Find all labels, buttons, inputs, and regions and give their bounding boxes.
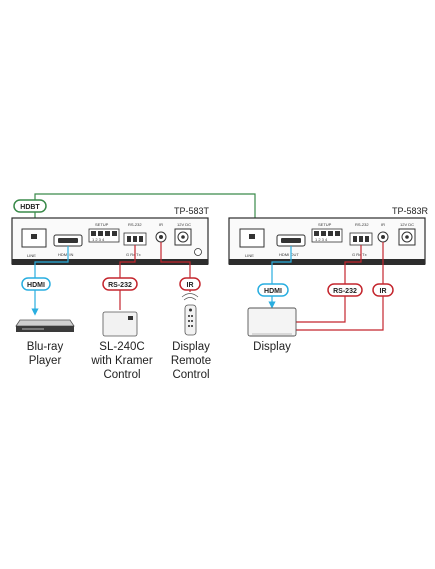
tx-hdmi-badge: HDMI [21, 277, 51, 291]
tx-ground-screw [194, 248, 202, 256]
remote-label-line3: Control [172, 369, 209, 381]
rx-switch-digits: 1 2 3 4 [315, 237, 328, 242]
tx-rs232-pins: G Rx Tx [126, 252, 141, 257]
rx-ir-badge-label: IR [380, 288, 387, 295]
tx-switch-digits: 1 2 3 4 [92, 237, 105, 242]
remote-label-line1: Display [172, 341, 210, 353]
rx-ir-label: IR [381, 222, 385, 227]
rx-hdmi-badge: HDMI [257, 283, 289, 297]
tx-ir-cable [160, 242, 191, 292]
sl240c-label-line3: Control [103, 369, 140, 381]
sl240c-label-line1: SL-240C [99, 341, 144, 353]
sl240c-controller-icon [102, 311, 138, 337]
display-label: Display [253, 341, 291, 353]
bluray-label-line1: Blu-ray [27, 341, 64, 353]
rx-rs232-pins: G Rx Tx [352, 252, 367, 257]
rx-dip-switches [311, 228, 343, 243]
tx-power-label: 12V DC [177, 222, 191, 227]
rx-rs232-badge-label: RS-232 [333, 288, 357, 295]
display-icon [247, 307, 297, 337]
sl240c-label-line2: with Kramer [90, 355, 153, 367]
tx-rs232-badge: RS-232 [102, 277, 138, 291]
rx-hdmi-out-label: HDMI OUT [279, 252, 299, 257]
hdbt-cable [34, 193, 256, 232]
transmitter-model-label: TP-583T [174, 206, 210, 216]
tx-rs232-label: RS-232 [128, 222, 142, 227]
bluray-player-icon [15, 319, 75, 332]
tx-line-label: LINE [27, 253, 36, 258]
rx-setup-label: SETUP [318, 222, 332, 227]
receiver-unit: LINE HDMI OUT SETUP 1 2 3 4 RS-232 G Rx … [228, 217, 426, 265]
rx-rs232-badge: RS-232 [327, 283, 363, 297]
hdbt-badge-label: HDBT [20, 204, 40, 211]
tx-ir-badge: IR [179, 277, 201, 291]
tx-rs232-badge-label: RS-232 [108, 282, 132, 289]
rx-ir-cable [296, 242, 384, 331]
rx-ir-badge: IR [372, 283, 394, 297]
rx-hdmi-badge-label: HDMI [264, 288, 282, 295]
tx-ir-label: IR [159, 222, 163, 227]
remote-label-line2: Remote [171, 355, 211, 367]
hdbt-badge: HDBT [13, 199, 47, 213]
tx-setup-label: SETUP [95, 222, 109, 227]
tx-hdmi-in-label: HDMI IN [58, 252, 73, 257]
rx-rs232-cable [296, 245, 362, 323]
rx-rs232-label: RS-232 [355, 222, 369, 227]
receiver-model-label: TP-583R [392, 206, 429, 216]
ir-remote-icon [181, 293, 199, 336]
tx-dip-switches [88, 228, 120, 243]
bluray-label-line2: Player [29, 355, 62, 367]
tx-ir-badge-label: IR [187, 282, 194, 289]
tx-hdmi-badge-label: HDMI [27, 282, 45, 289]
transmitter-unit: LINE HDMI IN SETUP 1 2 3 4 RS-232 G Rx T… [11, 217, 209, 265]
rx-line-label: LINE [245, 253, 254, 258]
rx-power-label: 12V DC [400, 222, 414, 227]
